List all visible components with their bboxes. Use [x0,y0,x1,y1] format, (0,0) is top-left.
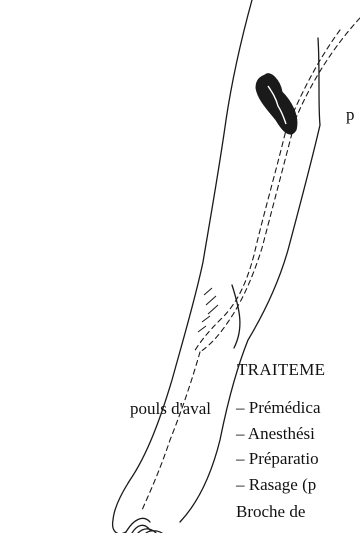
treatment-item: – Prémédica [236,399,321,416]
treatment-item: Broche de [236,503,305,520]
treatment-item: – Rasage (p [236,476,316,493]
treatment-heading: TRAITEME [237,361,325,378]
vessel-line-outer [200,18,360,352]
treatment-item: – Préparatio [236,450,319,467]
pulse-label: pouls d'aval [130,400,211,417]
leg-outer-contour [113,0,252,533]
knee-contour [232,285,240,348]
vessel-line-lower [142,352,200,510]
wound-mark [256,74,297,134]
treatment-item: – Anesthési [236,425,315,442]
foot-toes [126,518,162,533]
partial-label-top: p [346,106,355,123]
